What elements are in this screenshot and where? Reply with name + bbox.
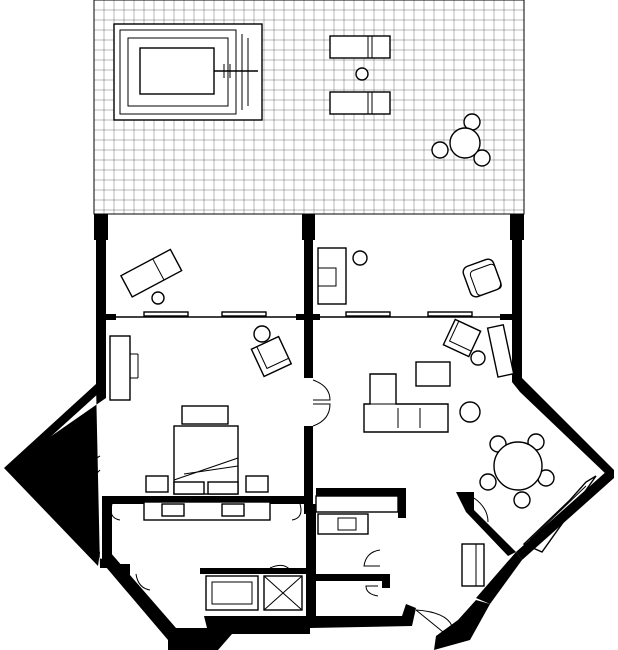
- entry: [415, 497, 489, 637]
- pool-terrace: [93, 0, 525, 215]
- walls: [4, 214, 614, 650]
- kitchen: [315, 495, 399, 597]
- dining-area: [479, 433, 597, 553]
- sofa: [363, 373, 449, 433]
- dressing-cabinets: [110, 501, 302, 521]
- living-room: [363, 318, 515, 433]
- swimming-pool: [113, 23, 263, 121]
- bedroom: [91, 325, 293, 495]
- terrace-table: [431, 113, 491, 167]
- bed: [145, 405, 269, 495]
- bathroom: [135, 564, 303, 611]
- lounge-corner: [317, 247, 502, 305]
- study: [119, 248, 183, 305]
- connecting-door: [312, 379, 331, 427]
- wardrobe: [22, 418, 89, 524]
- sun-loungers: [329, 35, 391, 115]
- sliding-doors: [116, 311, 500, 318]
